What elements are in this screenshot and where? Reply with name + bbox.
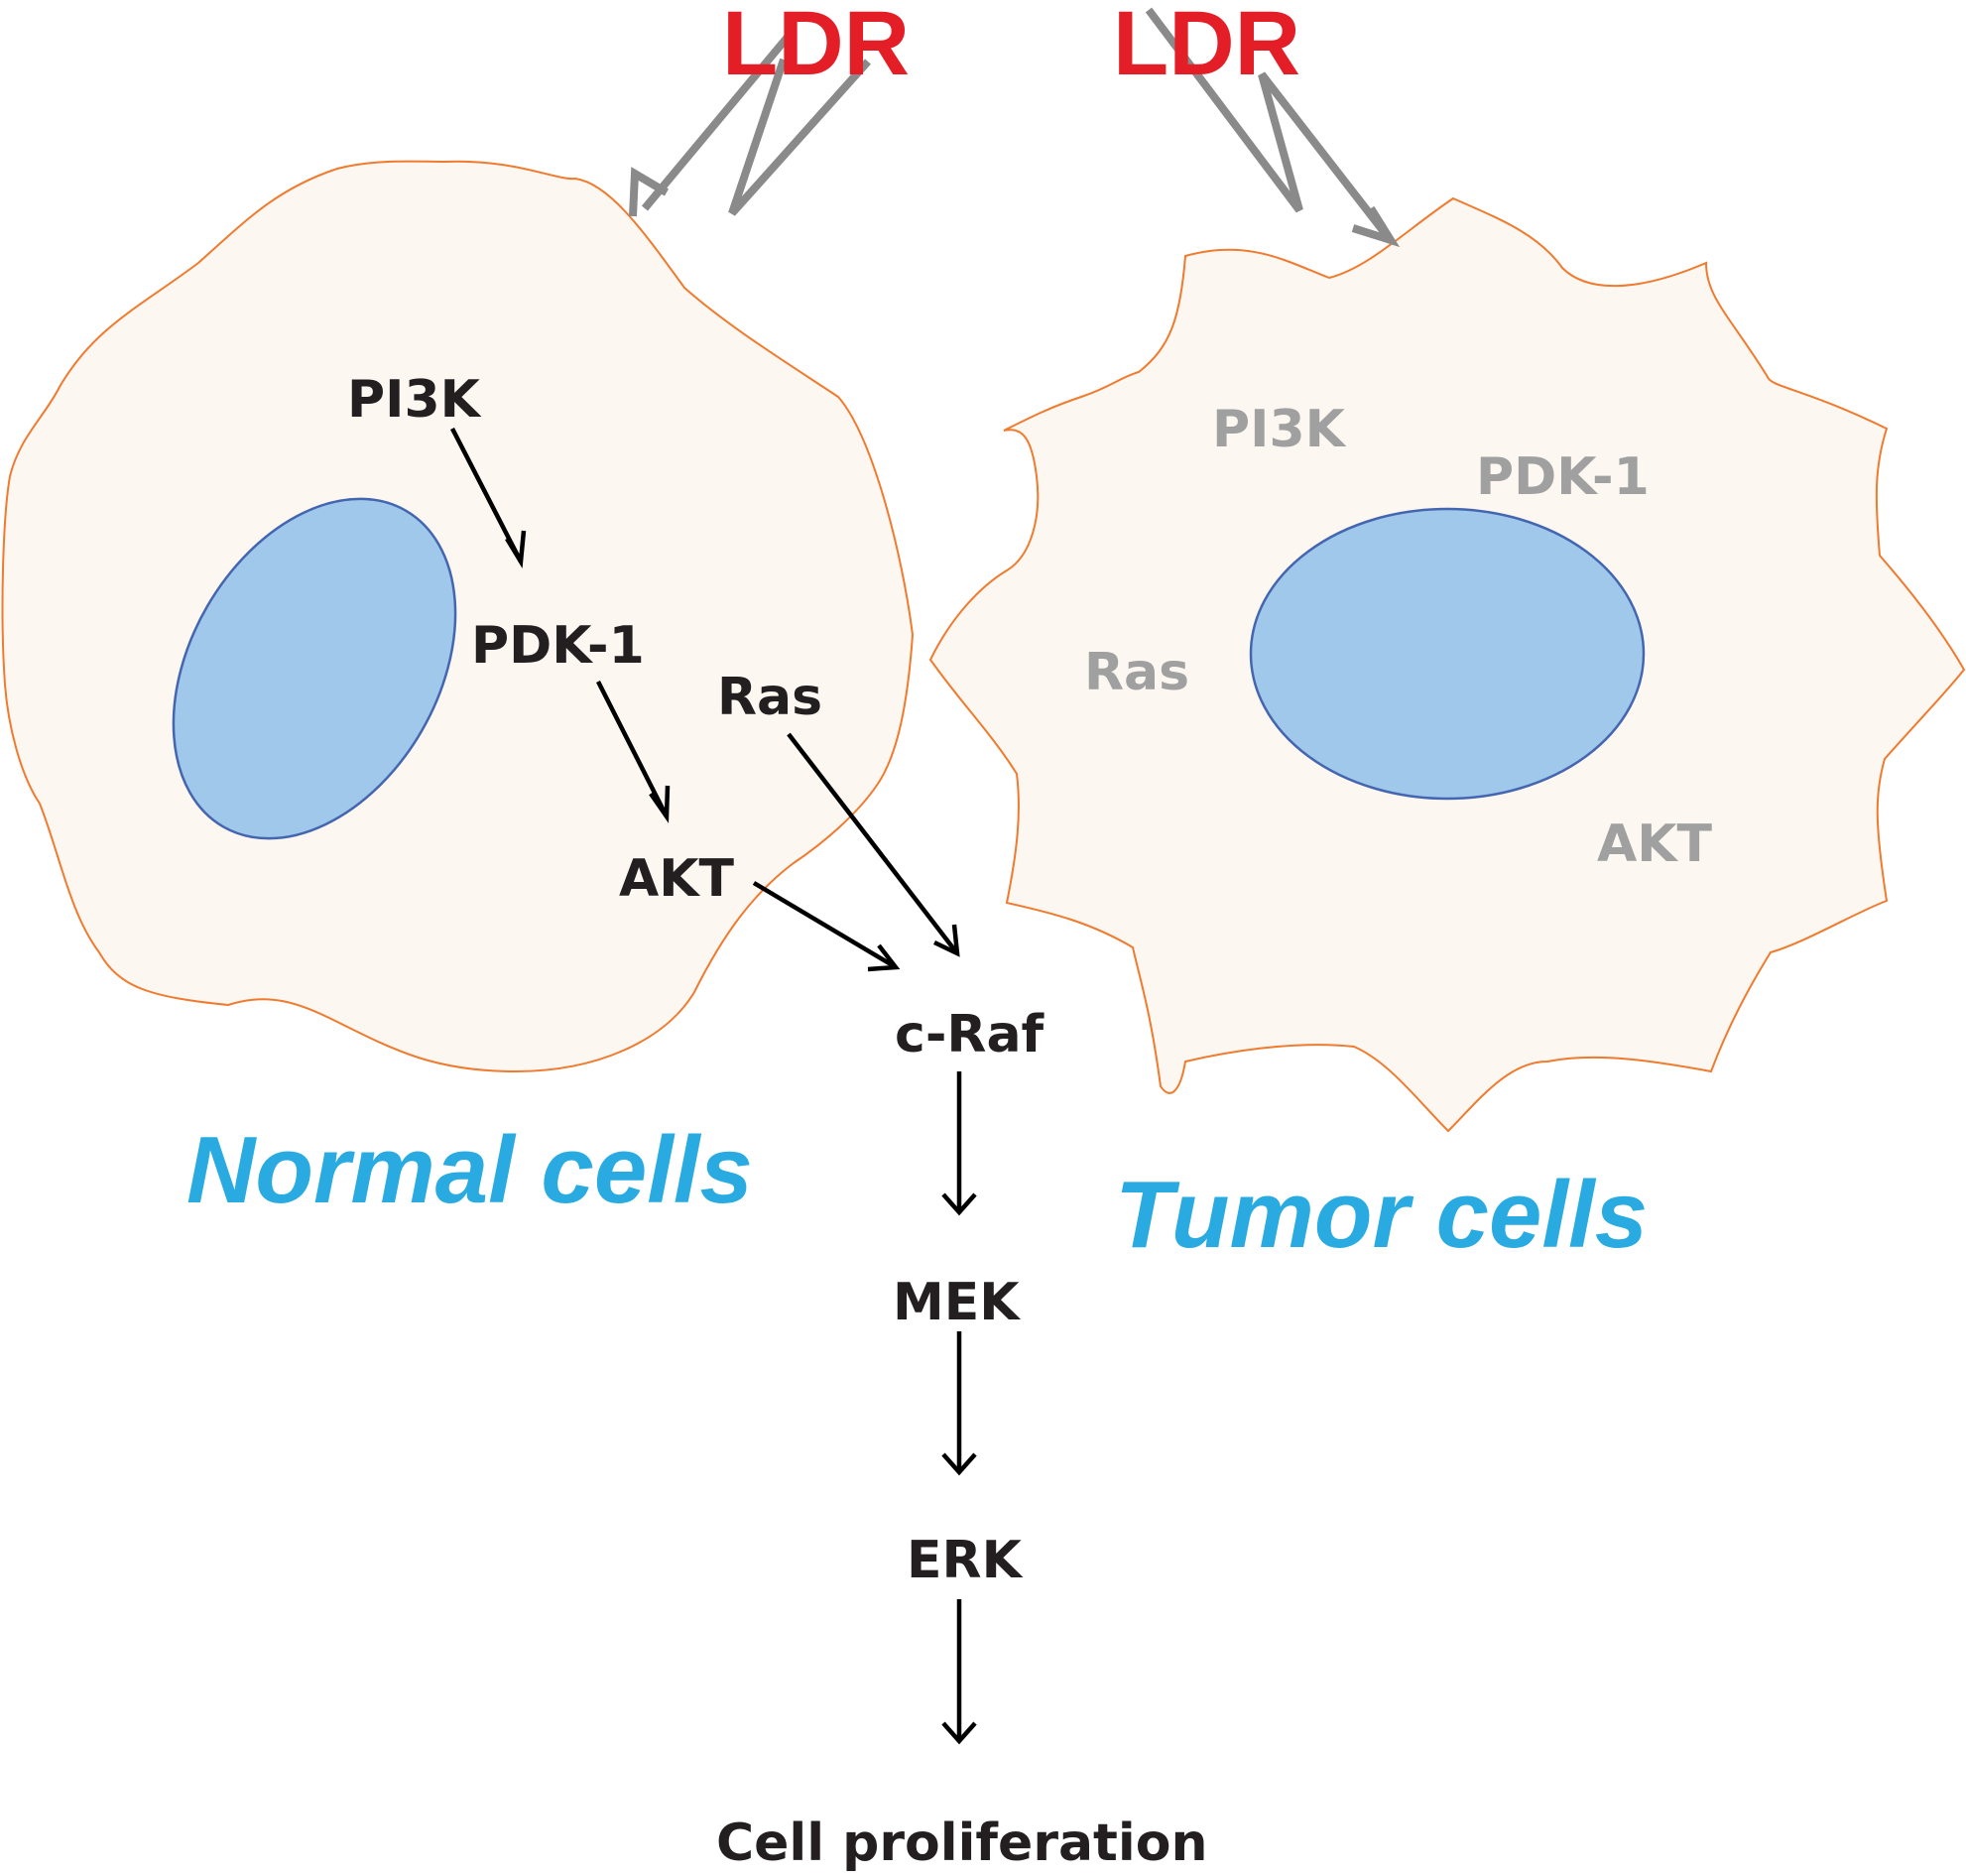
- arrow-mek-to-erk: [941, 1331, 977, 1476]
- tumor-pi3k-label: PI3K: [1212, 400, 1347, 459]
- tumor-cell-nucleus: [1249, 507, 1646, 801]
- normal-akt-label: AKT: [619, 849, 735, 909]
- normal-cells-caption: Normal cells: [186, 1117, 753, 1223]
- normal-pi3k-label: PI3K: [347, 370, 482, 430]
- tumor-pdk1-label: PDK-1: [1476, 447, 1650, 507]
- erk-label: ERK: [907, 1531, 1024, 1590]
- normal-ras-label: Ras: [717, 668, 822, 727]
- arrow-pdk1-to-akt: [595, 680, 671, 823]
- arrow-pi3k-to-pdk1: [449, 427, 527, 568]
- normal-cell-nucleus: [172, 497, 457, 840]
- arrow-ras-to-craf: [787, 732, 960, 957]
- ldr-label-left: LDR: [722, 0, 910, 94]
- craf-label: c-Raf: [895, 1005, 1045, 1064]
- arrow-akt-to-craf: [752, 881, 901, 972]
- arrow-craf-to-mek: [941, 1071, 977, 1216]
- tumor-ras-label: Ras: [1084, 643, 1189, 702]
- mek-label: MEK: [893, 1273, 1021, 1332]
- tumor-cells-caption: Tumor cells: [1115, 1162, 1648, 1268]
- normal-cell: [1, 160, 915, 1073]
- normal-pdk1-label: PDK-1: [471, 616, 645, 676]
- arrow-erk-to-proliferation: [941, 1599, 977, 1745]
- cell-proliferation-label: Cell proliferation: [716, 1813, 1207, 1873]
- tumor-akt-label: AKT: [1597, 814, 1713, 874]
- ldr-right-arrows: [1145, 7, 1401, 248]
- ldr-left-arrows: [629, 27, 871, 217]
- ldr-label-right: LDR: [1113, 0, 1300, 94]
